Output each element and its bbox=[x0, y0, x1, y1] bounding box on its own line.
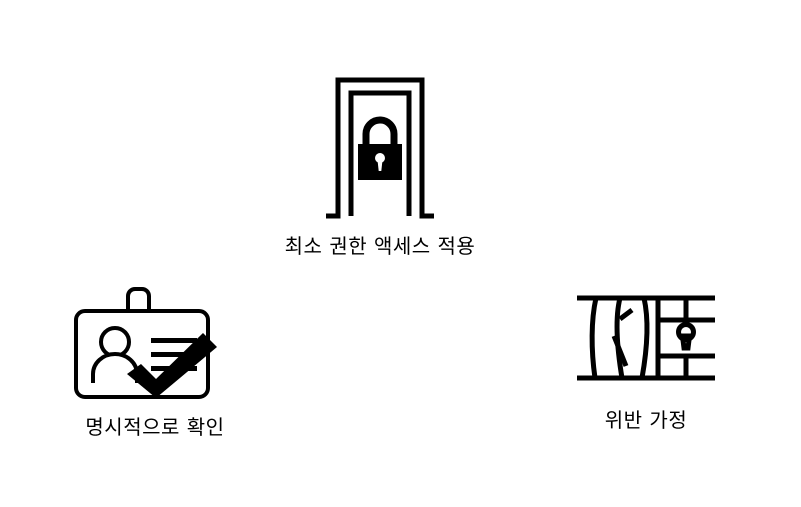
padlock-shackle bbox=[362, 116, 398, 146]
principle-least-privilege: 최소 권한 액세스 적용 bbox=[262, 74, 498, 259]
wall-crack-line-1 bbox=[589, 297, 599, 379]
badge-checkmark bbox=[127, 333, 217, 398]
door-inner-opening bbox=[348, 90, 412, 216]
principle-assume-breach: 위반 가정 bbox=[556, 288, 736, 433]
door-outer-frame bbox=[326, 77, 434, 219]
id-badge-with-checkmark-icon bbox=[65, 286, 245, 401]
id-badge-with-checkmark-svg bbox=[74, 287, 217, 399]
badge-person-body bbox=[91, 352, 139, 383]
wall-crack-branch-1 bbox=[618, 308, 634, 321]
wall-crack-line-3 bbox=[639, 297, 650, 379]
principle-least-privilege-label: 최소 권한 액세스 적용 bbox=[284, 234, 476, 258]
door-with-padlock-icon bbox=[320, 74, 440, 224]
wall-keyhole-circle bbox=[676, 322, 696, 342]
principle-verify-explicitly: 명시적으로 확인 bbox=[52, 286, 258, 440]
padlock-keyhole-circle bbox=[375, 153, 385, 163]
wall-keyhole-slot bbox=[679, 333, 693, 351]
principle-verify-explicitly-label: 명시적으로 확인 bbox=[85, 415, 225, 439]
badge-person-head bbox=[99, 326, 131, 358]
padlock-keyhole-slot bbox=[377, 160, 383, 171]
wall-crack-line-2 bbox=[614, 297, 625, 379]
badge-info-line-1 bbox=[151, 338, 197, 343]
cracked-brick-wall-svg bbox=[577, 295, 715, 381]
door-with-padlock-svg bbox=[326, 77, 434, 219]
wall-crack-branch-2 bbox=[611, 335, 629, 367]
badge-info-line-2 bbox=[151, 352, 197, 357]
principle-assume-breach-label: 위반 가정 bbox=[604, 408, 688, 432]
cracked-brick-wall-with-keyhole-icon bbox=[574, 288, 718, 388]
